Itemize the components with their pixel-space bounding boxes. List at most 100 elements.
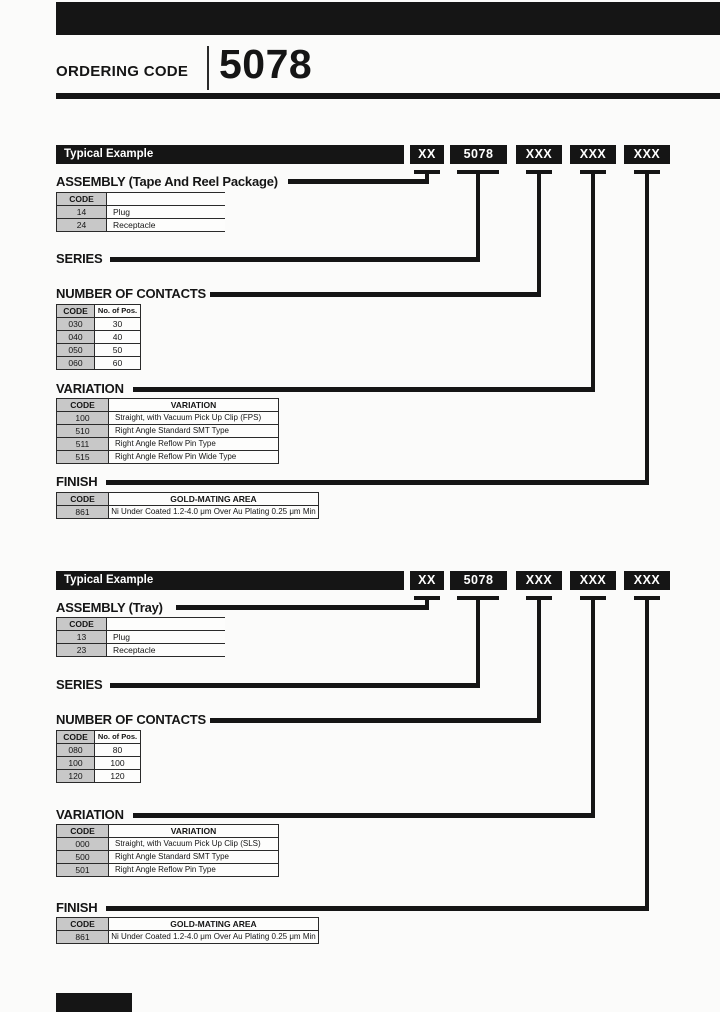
leader-vertical-series <box>476 600 480 688</box>
header-rule <box>56 93 720 99</box>
code-cell: 030 <box>56 317 95 331</box>
value-cell: Right Angle Standard SMT Type <box>108 850 279 864</box>
code-header-cell: CODE <box>56 617 107 631</box>
leader-horizontal-contacts <box>210 292 541 297</box>
code-cell: 040 <box>56 330 95 344</box>
variation-header-cell: VARIATION <box>108 398 279 412</box>
leader-cap <box>634 596 660 600</box>
variation-title: VARIATION <box>56 381 124 396</box>
typical-example-bar: Typical Example <box>56 571 404 590</box>
value-cell: Plug <box>106 205 225 219</box>
value-cell: Receptacle <box>106 218 225 232</box>
footer-page-marker <box>56 993 132 1012</box>
code-box-series: 5078 <box>450 145 507 164</box>
code-header-cell: CODE <box>56 192 107 206</box>
value-cell: Ni Under Coated 1.2-4.0 μm Over Au Plati… <box>108 505 319 519</box>
header-divider <box>207 46 209 90</box>
code-header-cell: CODE <box>56 824 109 838</box>
code-box-assembly: XX <box>410 145 444 164</box>
value-cell: Receptacle <box>106 643 225 657</box>
code-header-cell: CODE <box>56 917 109 931</box>
code-cell: 501 <box>56 863 109 877</box>
code-cell: 500 <box>56 850 109 864</box>
leader-vertical-variation <box>591 600 595 818</box>
code-cell: 050 <box>56 343 95 357</box>
pos-cell: 30 <box>94 317 141 331</box>
leader-horizontal-variation <box>133 813 595 818</box>
value-cell: Straight, with Vacuum Pick Up Clip (SLS) <box>108 837 279 851</box>
contacts-title: NUMBER OF CONTACTS <box>56 286 206 301</box>
contacts-title: NUMBER OF CONTACTS <box>56 712 206 727</box>
leader-vertical-finish <box>645 600 649 911</box>
leader-horizontal-assembly <box>176 605 429 610</box>
typical-example-bar: Typical Example <box>56 145 404 164</box>
pos-cell: 40 <box>94 330 141 344</box>
variation-title: VARIATION <box>56 807 124 822</box>
code-cell: 000 <box>56 837 109 851</box>
code-cell: 861 <box>56 930 109 944</box>
value-cell: Plug <box>106 630 225 644</box>
code-box-contacts: XXX <box>516 145 562 164</box>
leader-vertical-finish <box>645 174 649 485</box>
assembly-title: ASSEMBLY (Tape And Reel Package) <box>56 174 278 189</box>
code-box-contacts: XXX <box>516 571 562 590</box>
finish-header-cell: GOLD-MATING AREA <box>108 917 319 931</box>
leader-cap <box>457 596 499 600</box>
leader-horizontal-variation <box>133 387 595 392</box>
assembly-title: ASSEMBLY (Tray) <box>56 600 163 615</box>
code-box-series: 5078 <box>450 571 507 590</box>
value-cell: Right Angle Reflow Pin Type <box>108 437 279 451</box>
code-cell: 060 <box>56 356 95 370</box>
code-box-assembly: XX <box>410 571 444 590</box>
code-cell: 515 <box>56 450 109 464</box>
leader-horizontal-series <box>110 257 480 262</box>
code-header-cell: CODE <box>56 398 109 412</box>
value-cell: Ni Under Coated 1.2-4.0 μm Over Au Plati… <box>108 930 319 944</box>
leader-horizontal-contacts <box>210 718 541 723</box>
pos-cell: 100 <box>94 756 141 770</box>
series-title: SERIES <box>56 677 103 692</box>
leader-vertical-series <box>476 174 480 262</box>
empty-header-cell <box>106 192 225 206</box>
code-cell: 511 <box>56 437 109 451</box>
leader-horizontal-finish <box>106 906 649 911</box>
pos-header-cell: No. of Pos. <box>94 304 141 318</box>
pos-cell: 120 <box>94 769 141 783</box>
leader-vertical-contacts <box>537 600 541 723</box>
code-cell: 120 <box>56 769 95 783</box>
empty-header-cell <box>106 617 225 631</box>
leader-cap <box>580 596 606 600</box>
code-cell: 080 <box>56 743 95 757</box>
leader-horizontal-series <box>110 683 480 688</box>
leader-horizontal-assembly <box>288 179 429 184</box>
code-box-finish: XXX <box>624 571 670 590</box>
leader-cap <box>580 170 606 174</box>
code-header-cell: CODE <box>56 730 95 744</box>
code-box-finish: XXX <box>624 145 670 164</box>
pos-cell: 80 <box>94 743 141 757</box>
series-title: SERIES <box>56 251 103 266</box>
finish-title: FINISH <box>56 474 98 489</box>
code-box-variation: XXX <box>570 145 616 164</box>
value-cell: Right Angle Reflow Pin Type <box>108 863 279 877</box>
code-cell: 13 <box>56 630 107 644</box>
leader-cap <box>526 170 552 174</box>
